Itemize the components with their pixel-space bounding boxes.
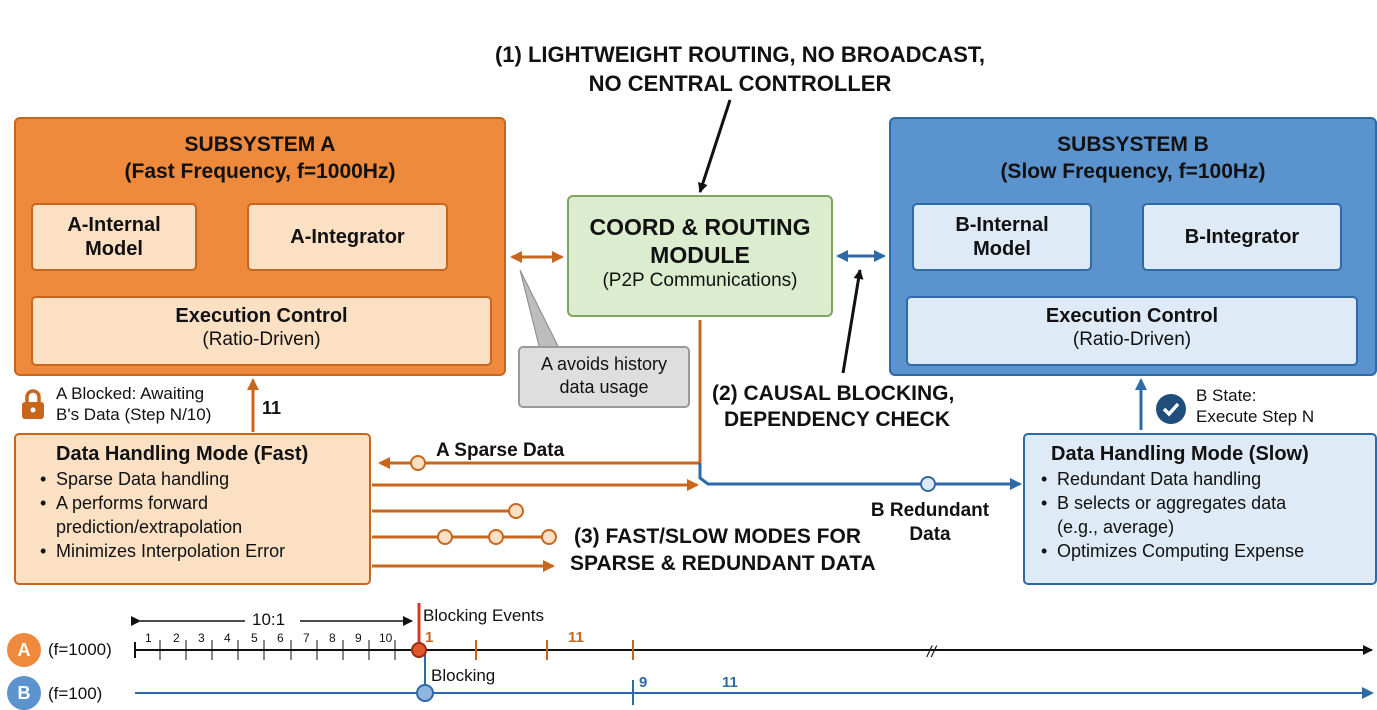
a-exec-sub: (Ratio-Driven) [202, 329, 321, 350]
a-step-labels: 1 2 3 4 5 6 7 8 9 10 [136, 631, 420, 647]
b-badge: B [7, 676, 41, 710]
break-mark: // [926, 644, 937, 661]
a-integrator-label: A-Integrator [290, 226, 405, 248]
a-step-after: 1 [425, 629, 434, 646]
a-step-9: 9 [355, 631, 362, 645]
a-step-eleven: 11 [568, 629, 584, 646]
header-arrow [698, 99, 732, 193]
modes-label: (3) FAST/SLOW MODES FOR SPARSE & REDUNDA… [570, 523, 876, 577]
a-step-3: 3 [198, 631, 205, 645]
subsystem-a-name: SUBSYSTEM A [184, 133, 336, 156]
a-internal-model: A-Internal Model [31, 203, 197, 271]
history-note: A avoids history data usage [518, 346, 690, 408]
b-integrator: B-Integrator [1142, 203, 1342, 271]
routing-header: (1) LIGHTWEIGHT ROUTING, NO BROADCAST, N… [470, 40, 1010, 98]
slow-mode-title: Data Handling Mode (Slow) [1051, 443, 1309, 465]
causal-line1: (2) CAUSAL BLOCKING, [712, 382, 955, 405]
b-internal-model-line2: Model [973, 238, 1031, 260]
redundant-line2: Data [909, 524, 951, 545]
ratio-label: 10:1 [252, 610, 286, 629]
slow-bullet-3: Optimizes Computing Expense [1037, 539, 1375, 563]
slow-bullet-1: Redundant Data handling [1037, 467, 1375, 491]
b-exec-title: Execution Control [1045, 305, 1219, 327]
b-frequency: (f=100) [48, 684, 103, 703]
sparse-data-label: A Sparse Data [436, 440, 565, 461]
b-state-line1: B State: [1196, 386, 1257, 405]
blocking-events-label: Blocking Events [423, 606, 544, 625]
b-state-line2: Execute Step N [1196, 407, 1315, 426]
a-step-4: 4 [224, 631, 231, 645]
a-step-5: 5 [251, 631, 258, 645]
modes-line2: SPARSE & REDUNDANT DATA [570, 552, 876, 575]
a-blocked-line2: B's Data (Step N/10) [56, 405, 212, 424]
a-blocked-text: A Blocked: Awaiting B's Data (Step N/10) [56, 383, 211, 425]
b-execution-control: Execution Control (Ratio-Driven) [906, 296, 1358, 366]
coord-routing-module: COORD & ROUTING MODULE (P2P Communicatio… [567, 195, 833, 317]
a-frequency: (f=1000) [48, 640, 112, 659]
note-pointer [519, 269, 561, 351]
subsystem-b-name: SUBSYSTEM B [1057, 133, 1209, 156]
coord-sub: (P2P Communications) [602, 270, 798, 291]
causal-line2: DEPENDENCY CHECK [724, 408, 950, 431]
a-integrator: A-Integrator [247, 203, 448, 271]
a-internal-model-line2: Model [85, 238, 143, 260]
fast-bullet-3: Minimizes Interpolation Error [36, 539, 369, 563]
routing-header-line1: (1) LIGHTWEIGHT ROUTING, NO BROADCAST, [494, 42, 986, 67]
slow-bullet-2: B selects or aggregates data [1037, 491, 1375, 515]
a-blocked-step: 11 [262, 398, 282, 418]
note-line1: A avoids history [540, 354, 668, 374]
a-execution-control: Execution Control (Ratio-Driven) [31, 296, 492, 366]
timeline-a-ticks [159, 640, 396, 660]
b-step-nine: 9 [639, 674, 648, 691]
a-step-6: 6 [277, 631, 284, 645]
coord-title-line1: COORD & ROUTING [589, 214, 811, 240]
subsystem-b-title: SUBSYSTEM B (Slow Frequency, f=100Hz) [889, 131, 1377, 185]
a-step-7: 7 [303, 631, 310, 645]
b-state-text: B State: Execute Step N [1196, 385, 1314, 427]
lock-icon [20, 387, 46, 421]
fast-mode-title: Data Handling Mode (Fast) [56, 443, 309, 465]
b-integrator-label: B-Integrator [1184, 226, 1300, 248]
redundant-data-label: B Redundant Data [860, 499, 1000, 547]
subsystem-a-freq: (Fast Frequency, f=1000Hz) [124, 160, 396, 183]
fast-bullet-2b: prediction/extrapolation [56, 517, 243, 537]
b-step-eleven: 11 [722, 674, 738, 691]
slow-bullet-2b: (e.g., average) [1057, 517, 1175, 537]
b-internal-model: B-Internal Model [912, 203, 1092, 271]
routing-header-line2: NO CENTRAL CONTROLLER [588, 71, 892, 96]
a-badge: A [7, 633, 41, 667]
a-step-1: 1 [145, 631, 152, 645]
causal-blocking-label: (2) CAUSAL BLOCKING, DEPENDENCY CHECK [712, 381, 992, 433]
a-blocked-line1: A Blocked: Awaiting [56, 384, 205, 403]
check-circle-icon [1155, 393, 1187, 425]
a-step-8: 8 [329, 631, 336, 645]
b-internal-model-line1: B-Internal [955, 214, 1049, 236]
b-exec-sub: (Ratio-Driven) [1072, 329, 1192, 350]
blocking-label: Blocking [431, 666, 496, 685]
slow-mode-box: Data Handling Mode (Slow) Redundant Data… [1023, 433, 1377, 585]
redundant-line1: B Redundant [870, 500, 990, 521]
a-internal-model-line1: A-Internal [67, 214, 161, 236]
subsystem-b-freq: (Slow Frequency, f=100Hz) [1000, 160, 1266, 183]
a-step-10: 10 [379, 631, 393, 645]
note-line2: data usage [559, 377, 649, 397]
fast-mode-box: Data Handling Mode (Fast) Sparse Data ha… [14, 433, 371, 585]
fast-bullet-2: A performs forward [36, 491, 369, 515]
subsystem-a-title: SUBSYSTEM A (Fast Frequency, f=1000Hz) [14, 131, 506, 185]
a-exec-title: Execution Control [175, 305, 348, 327]
a-step-2: 2 [173, 631, 180, 645]
coord-title-line2: MODULE [650, 242, 750, 268]
modes-line1: (3) FAST/SLOW MODES FOR [574, 525, 861, 548]
fast-bullet-1: Sparse Data handling [36, 467, 369, 491]
causal-arrow [841, 269, 864, 374]
